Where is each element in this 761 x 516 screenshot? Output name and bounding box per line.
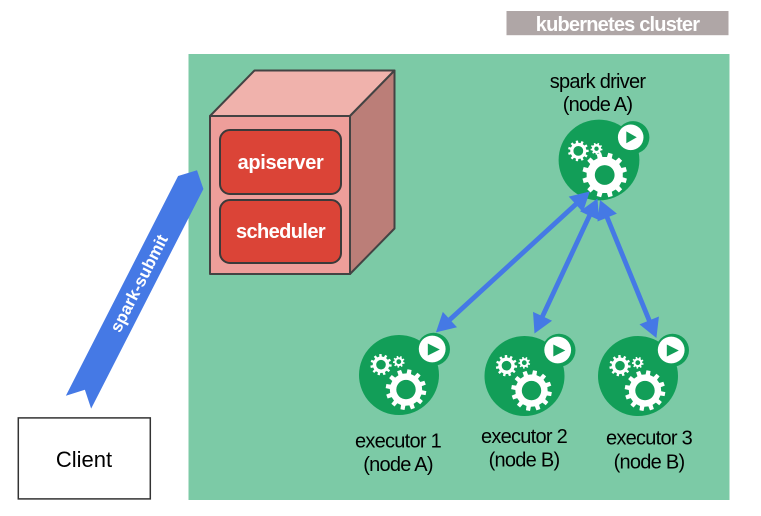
svg-text:kubernetes cluster: kubernetes cluster <box>536 14 700 36</box>
svg-text:(node B): (node B) <box>489 450 560 472</box>
svg-text:(node B): (node B) <box>614 452 685 474</box>
svg-text:(node A): (node A) <box>363 454 433 476</box>
svg-text:(node A): (node A) <box>563 94 633 116</box>
svg-text:executor 2: executor 2 <box>481 426 568 448</box>
svg-text:executor 3: executor 3 <box>606 428 693 450</box>
svg-text:executor 1: executor 1 <box>355 431 442 453</box>
svg-text:Client: Client <box>56 447 112 472</box>
svg-text:scheduler: scheduler <box>236 221 326 243</box>
svg-text:spark driver: spark driver <box>550 71 647 93</box>
svg-text:apiserver: apiserver <box>238 152 324 174</box>
